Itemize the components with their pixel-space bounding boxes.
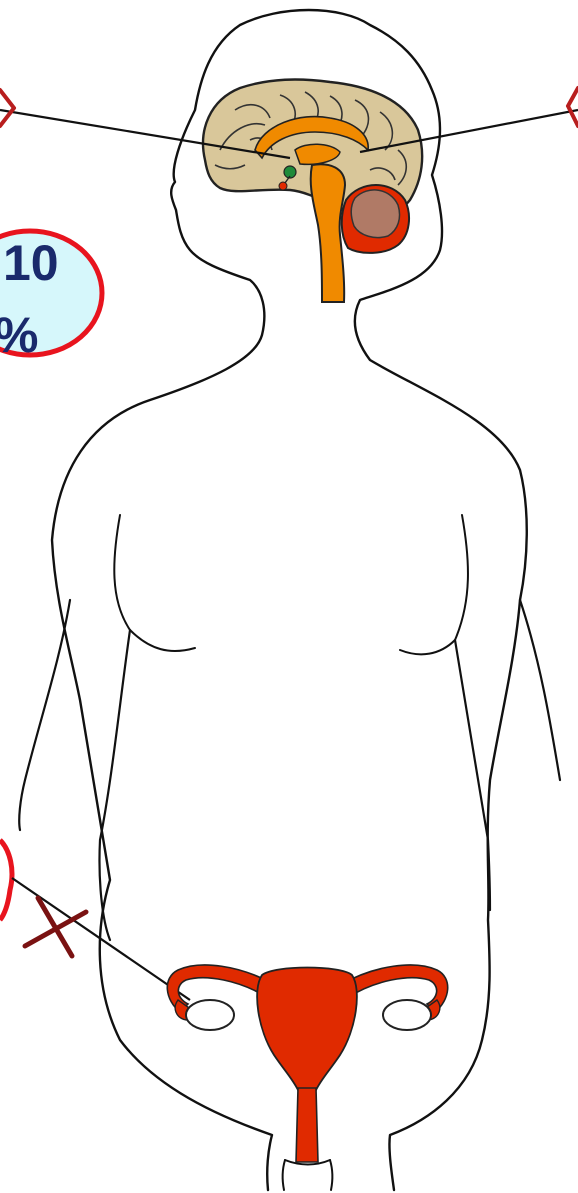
right-arm-inner-line <box>455 640 490 910</box>
badge-value: 10 <box>3 235 59 291</box>
cervix <box>296 1088 318 1162</box>
cross-mark-left-top <box>0 90 14 126</box>
right-leg-line <box>330 1160 332 1190</box>
left-leg-line <box>283 1160 285 1190</box>
percentage-badge: 10 % <box>0 231 102 363</box>
pituitary-gland <box>279 182 287 190</box>
left-arm-inner-line <box>99 630 130 940</box>
left-breast-line <box>114 515 195 651</box>
lower-badge-edge <box>0 840 12 920</box>
uterus-body <box>257 968 357 1091</box>
right-arm-outer-line <box>520 600 560 780</box>
uterus <box>167 965 447 1162</box>
right-breast-line <box>400 515 468 654</box>
cross-mark-right-top <box>568 88 578 126</box>
brain <box>203 80 422 302</box>
cerebellum <box>351 190 399 238</box>
right-ovary <box>383 1000 431 1030</box>
left-arm-outer-line <box>19 600 70 830</box>
left-ovary <box>186 1000 234 1030</box>
badge-unit: % <box>0 307 38 363</box>
brainstem <box>311 164 345 302</box>
